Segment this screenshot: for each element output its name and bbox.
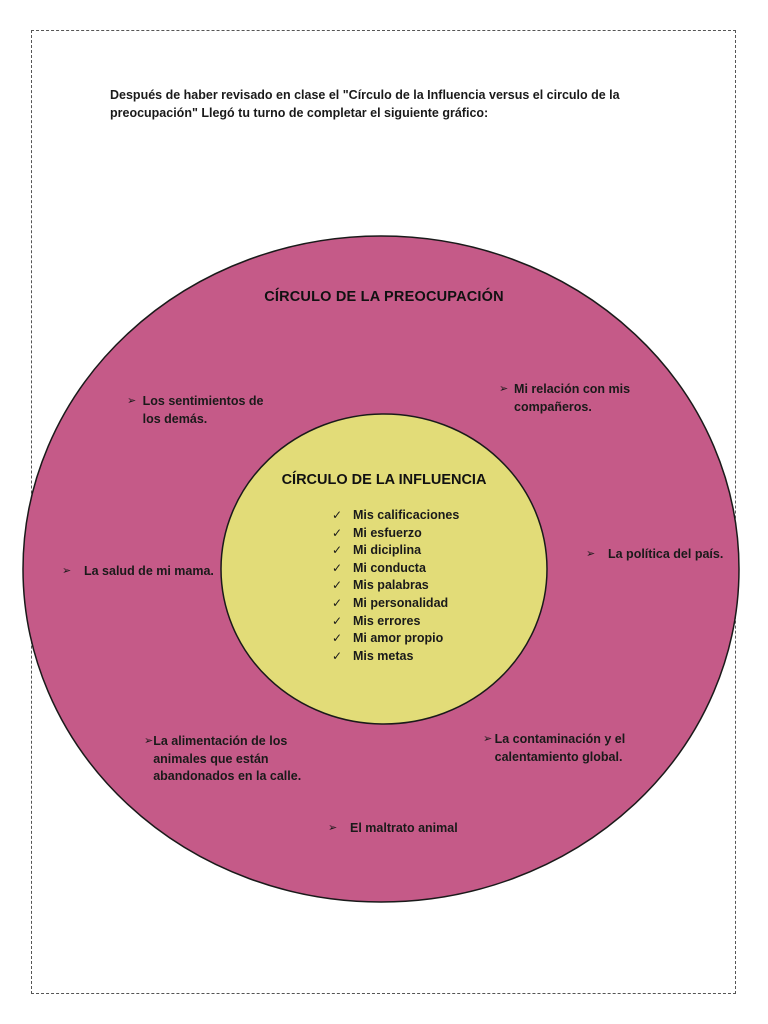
concern-item-alimentacion: ➢ La alimentación de los animales que es… xyxy=(144,733,319,786)
influence-item: ✓Mi personalidad xyxy=(332,595,459,613)
concern-item-contaminacion: ➢ La contaminación y el calentamiento gl… xyxy=(483,731,633,766)
arrowhead-icon: ➢ xyxy=(483,733,493,745)
influence-item: ✓Mi amor propio xyxy=(332,630,459,648)
arrowhead-icon: ➢ xyxy=(62,565,72,577)
checkmark-icon: ✓ xyxy=(332,578,343,593)
checkmark-icon: ✓ xyxy=(332,631,343,646)
concern-item-politica: ➢ La política del país. xyxy=(586,546,736,564)
checkmark-icon: ✓ xyxy=(332,543,343,558)
influence-item: ✓Mis metas xyxy=(332,648,459,666)
arrowhead-icon: ➢ xyxy=(127,395,137,407)
checkmark-icon: ✓ xyxy=(332,595,343,610)
outer-circle-title: CÍRCULO DE LA PREOCUPACIÓN xyxy=(264,289,504,305)
concern-item-salud: ➢ La salud de mi mama. xyxy=(62,563,232,581)
intro-paragraph: Después de haber revisado en clase el "C… xyxy=(110,88,620,120)
influence-item: ✓Mis calificaciones xyxy=(332,507,459,525)
arrowhead-icon: ➢ xyxy=(586,548,596,560)
checkmark-icon: ✓ xyxy=(332,508,343,522)
checkmark-icon: ✓ xyxy=(332,648,343,663)
influence-item: ✓Mi conducta xyxy=(332,560,459,578)
influence-item: ✓Mis errores xyxy=(332,613,459,631)
checkmark-icon: ✓ xyxy=(332,613,343,628)
inner-circle-title: CÍRCULO DE LA INFLUENCIA xyxy=(281,472,487,488)
concern-item-maltrato: ➢ El maltrato animal xyxy=(328,820,498,838)
influence-item: ✓Mi esfuerzo xyxy=(332,525,459,543)
inner-circle xyxy=(220,413,548,725)
influence-item: ✓Mi diciplina xyxy=(332,542,459,560)
checkmark-icon: ✓ xyxy=(332,525,343,540)
influence-list: ✓Mis calificaciones ✓Mi esfuerzo ✓Mi dic… xyxy=(332,507,459,665)
arrowhead-icon: ➢ xyxy=(144,735,154,747)
checkmark-icon: ✓ xyxy=(332,560,343,575)
arrowhead-icon: ➢ xyxy=(499,383,509,395)
arrowhead-icon: ➢ xyxy=(328,822,338,834)
concern-item-sentimientos: ➢ Los sentimientos de los demás. xyxy=(127,393,277,428)
influence-item: ✓Mis palabras xyxy=(332,577,459,595)
concern-item-relacion: ➢ Mi relación con mis compañeros. xyxy=(499,381,649,416)
